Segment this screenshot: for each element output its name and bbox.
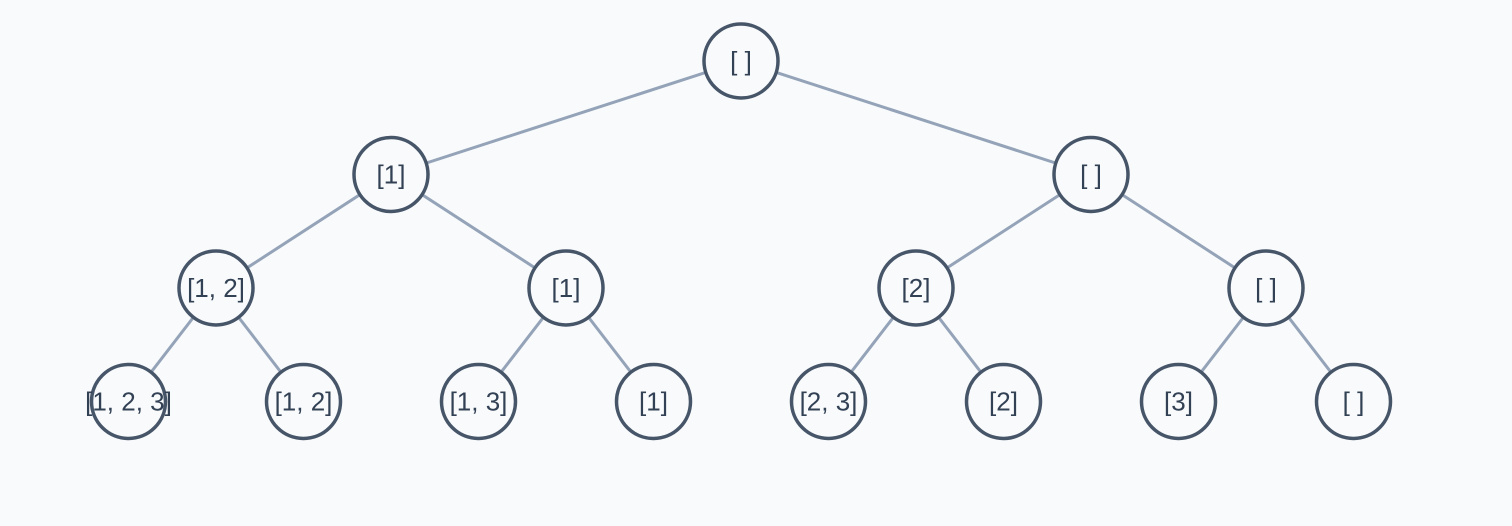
tree-leaf-node: [1] bbox=[614, 362, 693, 441]
node-circle bbox=[1139, 362, 1218, 441]
node-label: [ ] bbox=[1343, 387, 1365, 417]
node-circle bbox=[527, 249, 605, 327]
tree-nodes: [ ] [1] [1, 2] [1, 2, 3] [1, 2] [1] [1, 3] [1] [… bbox=[85, 22, 1393, 441]
tree-leaf-node: [1, 2, 3] bbox=[85, 362, 172, 441]
tree-edge bbox=[390, 59, 742, 176]
tree-edges bbox=[127, 59, 1355, 403]
tree-leaf-node: [1, 2] bbox=[264, 362, 343, 441]
node-label: [3] bbox=[1164, 387, 1193, 417]
tree-node: [1] bbox=[352, 135, 430, 214]
node-label: [1] bbox=[377, 160, 406, 190]
node-circle bbox=[352, 135, 430, 214]
tree-node: [ ] bbox=[1227, 249, 1305, 327]
node-circle bbox=[264, 362, 343, 441]
node-label: [1, 2] bbox=[275, 387, 333, 417]
tree-leaf-node: [2, 3] bbox=[789, 362, 868, 441]
node-circle bbox=[702, 22, 780, 100]
tree-node: [1] bbox=[527, 249, 605, 327]
node-label: [1] bbox=[552, 273, 581, 303]
tree-node: [2] bbox=[877, 249, 955, 327]
node-label: [2] bbox=[989, 387, 1018, 417]
tree-node: [ ] bbox=[1052, 135, 1130, 214]
node-circle bbox=[964, 362, 1043, 441]
node-circle bbox=[89, 362, 168, 441]
node-circle bbox=[789, 362, 868, 441]
tree-leaf-node: [1, 3] bbox=[439, 362, 518, 441]
tree-leaf-node: [ ] bbox=[1314, 362, 1393, 441]
node-label: [ ] bbox=[1255, 273, 1277, 303]
node-circle bbox=[1227, 249, 1305, 327]
node-circle bbox=[439, 362, 518, 441]
node-label: [ ] bbox=[730, 46, 752, 76]
tree-edge bbox=[740, 59, 1092, 176]
tree-node: [1, 2] bbox=[177, 249, 255, 327]
node-circle bbox=[177, 249, 255, 327]
node-label: [1] bbox=[639, 387, 668, 417]
node-label: [1, 2] bbox=[187, 273, 245, 303]
node-circle bbox=[1314, 362, 1393, 441]
node-label: [2, 3] bbox=[800, 387, 858, 417]
tree-leaf-node: [2] bbox=[964, 362, 1043, 441]
node-label: [1, 2, 3] bbox=[85, 387, 172, 417]
node-label: [1, 3] bbox=[450, 387, 508, 417]
tree-root-node: [ ] bbox=[702, 22, 780, 100]
node-label: [ ] bbox=[1080, 160, 1102, 190]
node-circle bbox=[614, 362, 693, 441]
node-circle bbox=[1052, 135, 1130, 214]
node-label: [2] bbox=[902, 273, 931, 303]
tree-leaf-node: [3] bbox=[1139, 362, 1218, 441]
node-circle bbox=[877, 249, 955, 327]
